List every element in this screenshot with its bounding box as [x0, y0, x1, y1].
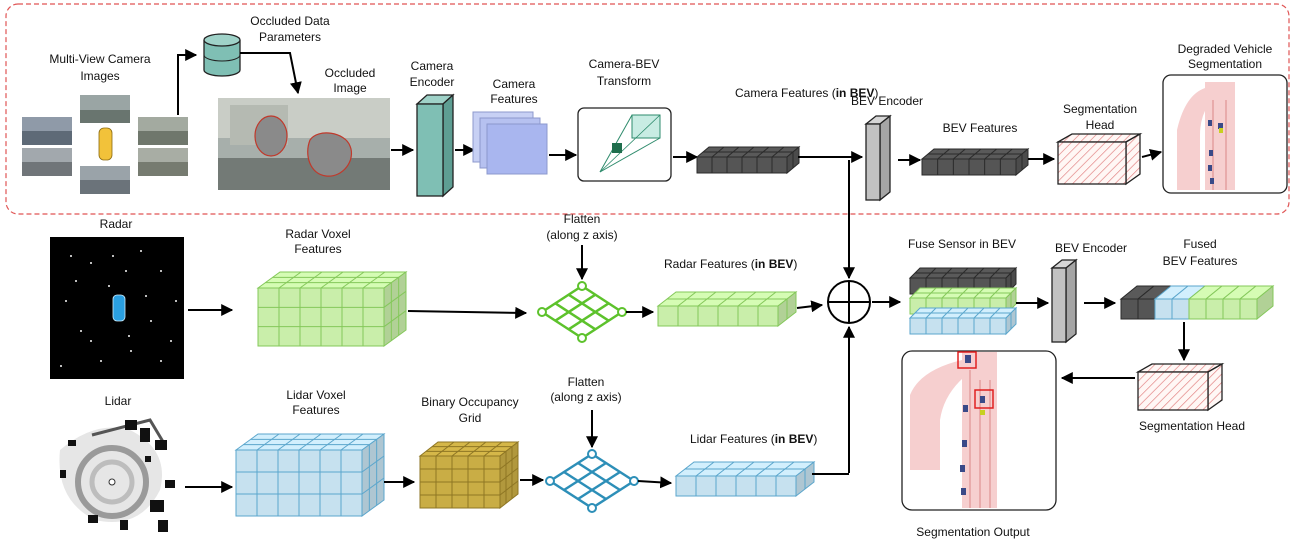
fused-lidar-layer: [908, 306, 1018, 336]
occluded-image-label-1: Occluded: [325, 66, 376, 80]
camera-encoder-label-1: Camera: [411, 59, 454, 73]
seg-head-top-label-1: Segmentation: [1063, 102, 1137, 116]
radar-image: [50, 237, 184, 379]
lidar-flatten-net: [545, 449, 639, 513]
camera-bev-label-1: Camera-BEV: [589, 57, 660, 71]
binary-occ-label-1: Binary Occupancy: [421, 395, 518, 409]
bev-encoder-bottom: [1050, 258, 1078, 344]
arrow-radar-bev-to-fusion: [796, 300, 824, 313]
degraded-segmentation-map: [1162, 74, 1288, 194]
fused-label-2: BEV Features: [1163, 254, 1238, 268]
camera-encoder: [415, 93, 455, 198]
flatten-1-label-a: Flatten: [564, 212, 601, 226]
radar-ego-car-icon: [112, 294, 126, 322]
occluded-image: [218, 98, 390, 190]
camera-features: [472, 111, 548, 175]
radar-voxel-label-1: Radar Voxel: [285, 227, 350, 241]
arrow-images-to-params: [177, 49, 198, 115]
arrow-params-to-image: [240, 52, 302, 95]
fusion-operator: [827, 280, 871, 324]
binary-occupancy-grid: [418, 440, 520, 510]
radar-flatten-net: [537, 281, 627, 343]
occluded-params-label-1: Occluded Data: [250, 14, 330, 28]
multi-view-label-1: Multi-View Camera: [49, 52, 150, 66]
lidar-image: [59, 418, 175, 532]
arrow-flatten-to-lidar-bev: [637, 476, 673, 489]
lidar-label: Lidar: [105, 394, 132, 408]
radar-feat-bev-label: Radar Features (in BEV): [664, 257, 797, 271]
seg-head-top-label-2: Head: [1086, 118, 1115, 132]
camera-feat-bev-label: Camera Features (in BEV): [735, 86, 878, 100]
bev-encoder-top-label: BEV Encoder: [851, 94, 923, 108]
lidar-features-bev: [674, 460, 816, 498]
lidar-voxel-label-2: Features: [292, 403, 339, 417]
arrow-head-to-degraded: [1141, 148, 1163, 161]
flatten-2-label-b: (along z axis): [550, 390, 621, 404]
multi-view-label-2: Images: [80, 69, 119, 83]
occluded-params-label-2: Parameters: [259, 30, 321, 44]
fuse-sensor-label: Fuse Sensor in BEV: [908, 237, 1016, 251]
camera-features-label-1: Camera: [493, 77, 536, 91]
lidar-feat-bev-label: Lidar Features (in BEV): [690, 432, 817, 446]
segmentation-output-map: [901, 350, 1057, 511]
camera-features-label-2: Features: [490, 92, 537, 106]
radar-voxel-features: [256, 271, 408, 347]
camera-branch-border: [5, 3, 1290, 215]
camera-encoder-label-2: Encoder: [410, 75, 455, 89]
radar-voxel-label-2: Features: [294, 242, 341, 256]
database-icon: [203, 33, 241, 77]
flatten-1-label-b: (along z axis): [546, 228, 617, 242]
flatten-2-label-a: Flatten: [568, 375, 605, 389]
camera-features-bev: [695, 145, 801, 175]
segmentation-head-bottom: [1135, 362, 1225, 412]
fused-label-1: Fused: [1183, 237, 1216, 251]
ego-car-icon: [98, 127, 113, 161]
degraded-label-2: Segmentation: [1188, 57, 1262, 71]
bev-encoder-bottom-label: BEV Encoder: [1055, 241, 1127, 255]
degraded-label-1: Degraded Vehicle: [1178, 42, 1273, 56]
camera-bev-label-2: Transform: [597, 74, 651, 88]
segmentation-head-top: [1055, 132, 1143, 186]
radar-label: Radar: [100, 217, 133, 231]
bev-encoder-top: [864, 114, 892, 202]
bev-features: [920, 147, 1030, 177]
camera-bev-transform: [577, 107, 672, 182]
lidar-voxel-label-1: Lidar Voxel: [286, 388, 345, 402]
seg-output-label: Segmentation Output: [916, 525, 1030, 539]
occluded-image-label-2: Image: [333, 81, 367, 95]
multi-view-camera-images: [22, 95, 188, 194]
seg-head-bottom-label: Segmentation Head: [1139, 419, 1245, 433]
radar-features-bev: [656, 290, 798, 328]
bev-features-label: BEV Features: [943, 121, 1018, 135]
binary-occ-label-2: Grid: [459, 411, 482, 425]
fused-bev-features: [1119, 284, 1275, 321]
lidar-voxel-features: [234, 433, 386, 517]
arrow-radar-voxel-to-flatten: [407, 306, 528, 319]
